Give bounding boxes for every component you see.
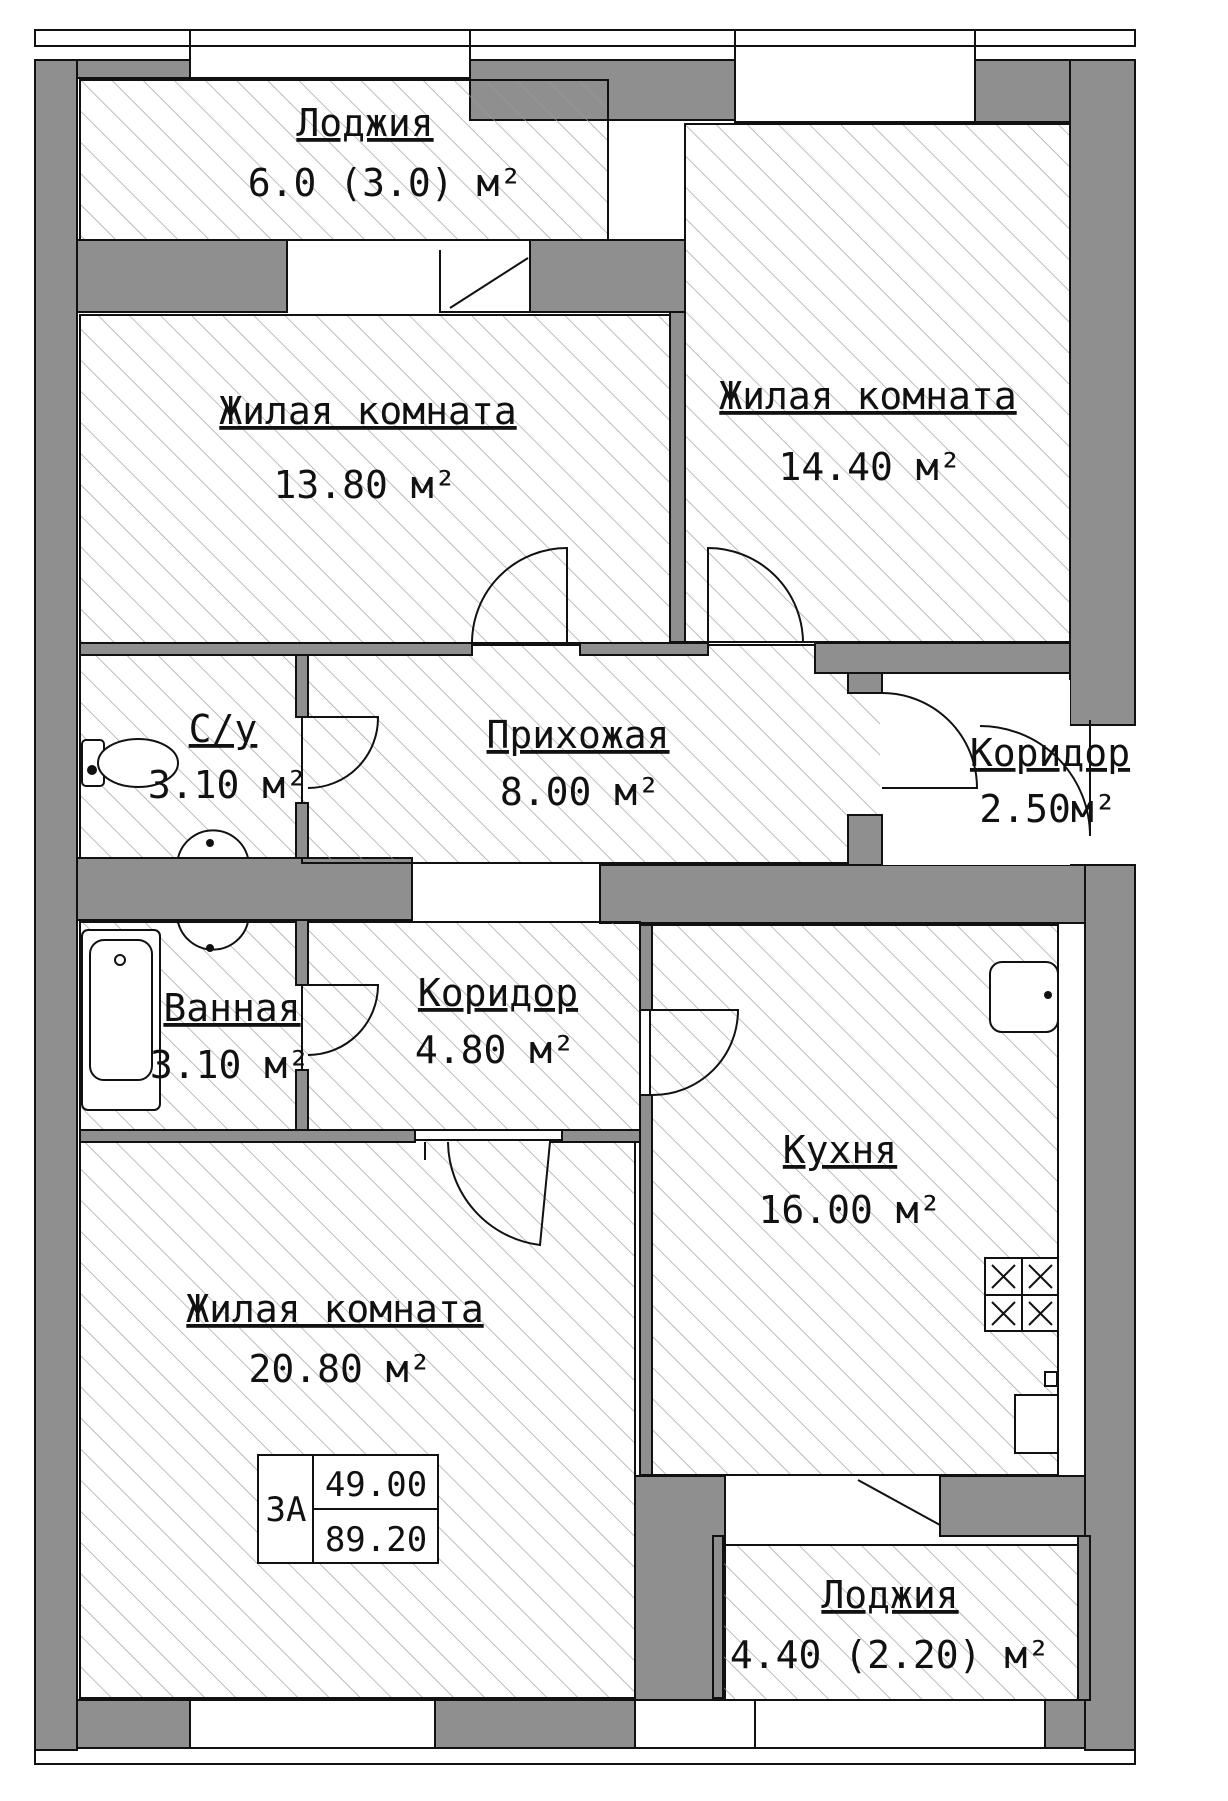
living-room-1-area: 13.80 м² <box>273 463 456 507</box>
doors <box>307 250 1091 1526</box>
living-room-3-area: 20.80 м² <box>248 1347 431 1391</box>
loggia-top-area: 6.0 (3.0) м² <box>248 161 523 205</box>
bathtub-icon <box>81 929 161 1111</box>
corridor-small-title: Коридор <box>970 731 1130 775</box>
bathroom-area: 3.10 м² <box>150 1043 310 1087</box>
loggia-bottom-title: Лоджия <box>821 1573 958 1617</box>
partitions <box>79 311 1091 1701</box>
living-room-2-floor <box>684 123 1071 643</box>
toilet-icon <box>81 738 179 788</box>
loggia-top-floor <box>79 79 609 241</box>
living-room-1-title: Жилая комната <box>219 389 516 433</box>
loggia-bottom-floor <box>712 1544 1091 1701</box>
corridor-title: Коридор <box>418 971 578 1015</box>
corridor-floor <box>301 921 641 1131</box>
loggia-bottom-area: 4.40 (2.20) м² <box>730 1633 1050 1677</box>
living-room-1-floor <box>79 314 671 644</box>
sink-icon <box>176 921 250 952</box>
hall-title: Прихожая <box>486 713 669 757</box>
walls <box>34 59 1136 1751</box>
loggia-top-title: Лоджия <box>296 101 433 145</box>
corridor-area: 4.80 м² <box>415 1028 575 1072</box>
hall-floor <box>301 644 883 864</box>
total-area-value: 89.20 <box>325 1520 427 1560</box>
sink-icon <box>176 829 250 859</box>
stove-icon <box>984 1257 1059 1332</box>
living-room-3-title: Жилая комната <box>186 1287 483 1331</box>
wc-area: 3.10 м² <box>148 763 308 807</box>
living-area-value: 49.00 <box>325 1465 427 1505</box>
living-room-3-floor <box>79 1139 636 1699</box>
apartment-type: 3А <box>266 1490 307 1530</box>
apartment-summary-table: 3А 49.00 89.20 <box>257 1454 439 1564</box>
kitchen-area: 16.00 м² <box>758 1188 941 1232</box>
kitchen-title: Кухня <box>783 1128 897 1172</box>
living-room-2-area: 14.40 м² <box>778 445 961 489</box>
corridor-small-area: 2.50м² <box>979 787 1116 831</box>
room-labels: Лоджия 6.0 (3.0) м² Жилая комната 13.80 … <box>148 101 1130 1677</box>
counter-box <box>1014 1371 1059 1454</box>
hall-area: 8.00 м² <box>500 770 660 814</box>
living-room-2-title: Жилая комната <box>719 374 1016 418</box>
bathroom-title: Ванная <box>163 986 300 1030</box>
kitchen-sink-icon <box>989 961 1059 1033</box>
wc-title: С/у <box>189 707 258 751</box>
